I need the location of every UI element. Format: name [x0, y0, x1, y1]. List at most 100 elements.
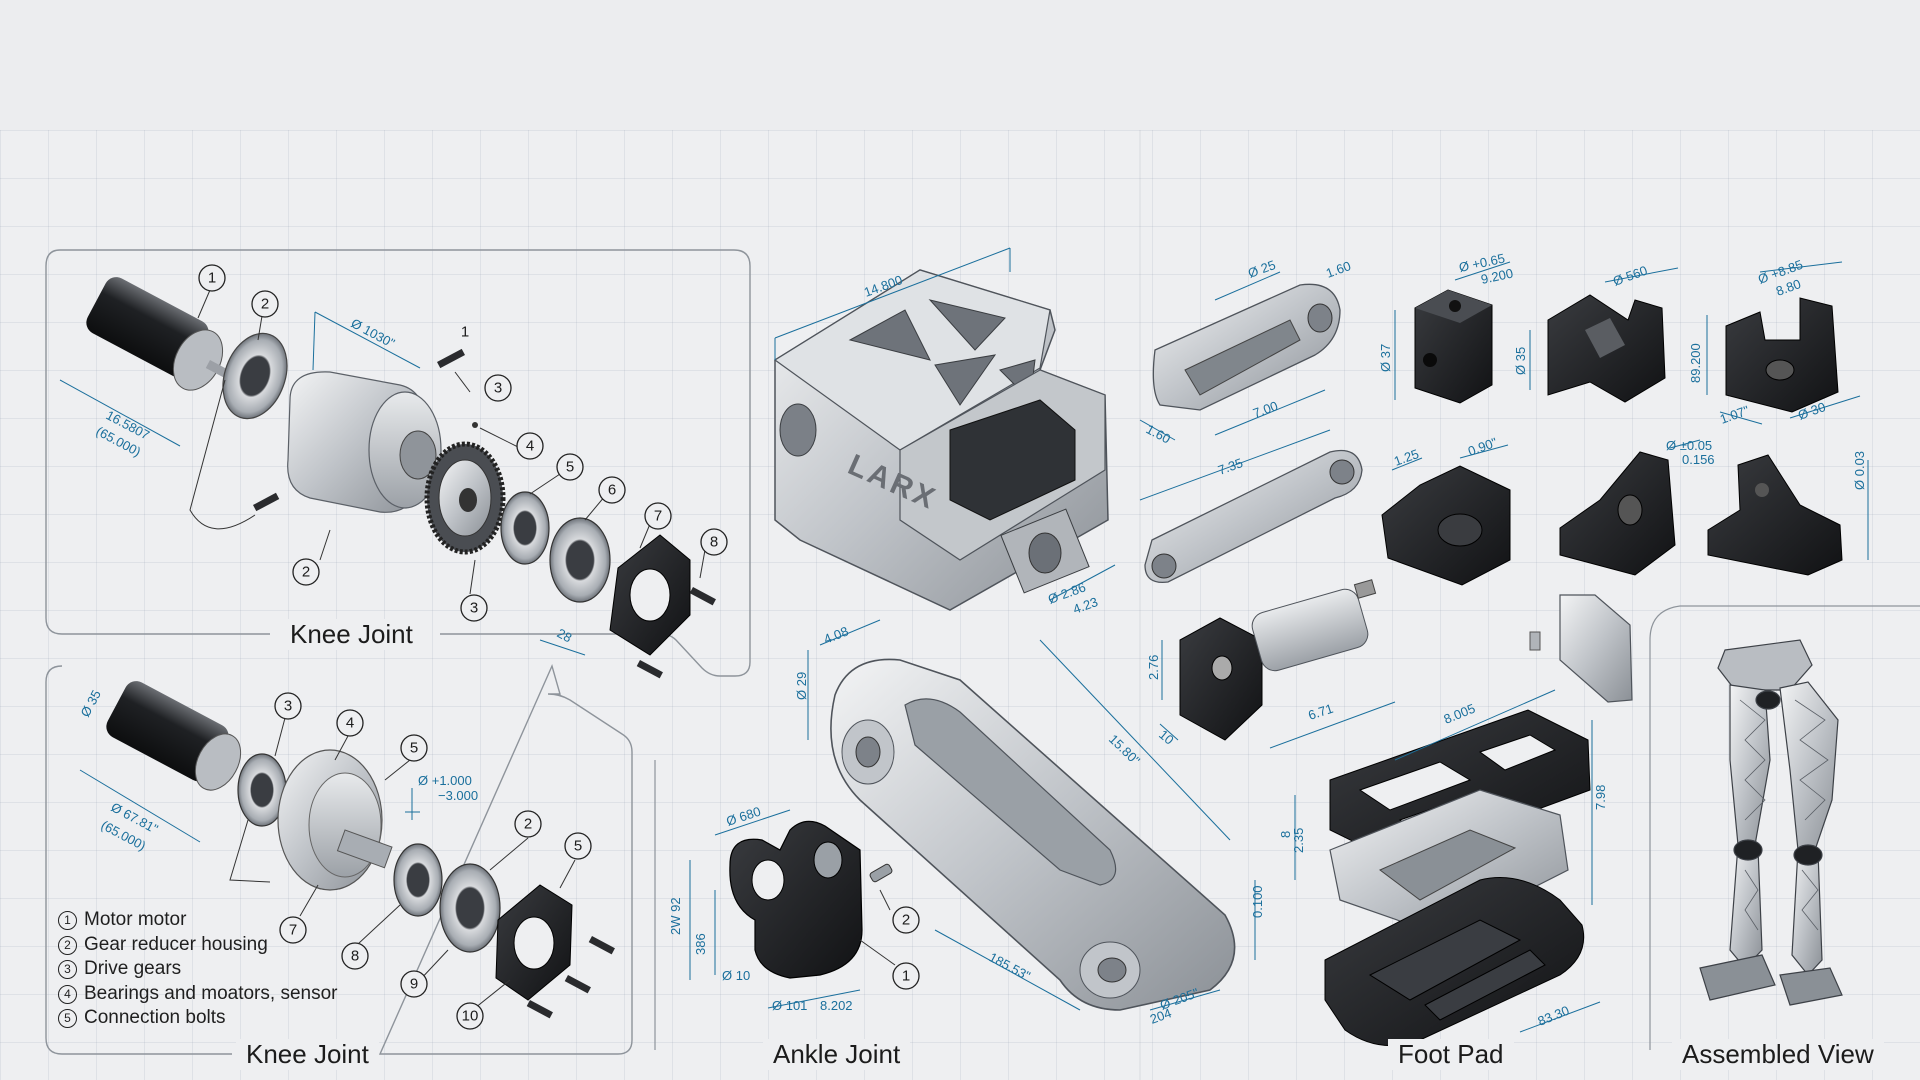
svg-text:7.00: 7.00	[1251, 398, 1280, 421]
svg-text:10: 10	[1156, 727, 1177, 748]
block-part-5: Ø ±0.05 0.156	[1559, 438, 1715, 576]
foot-pad-assembly: 8.005 8 2.35 7.98 83.30	[1278, 689, 1608, 1047]
svg-text:Ø 10: Ø 10	[722, 968, 750, 983]
svg-text:8: 8	[710, 534, 718, 551]
block-part-1: Ø 37 Ø +0.65 9.200	[1378, 251, 1515, 404]
ankle-clevis-part: 21 Ø 680 2W 92 386 Ø 10 Ø 101 8.202	[668, 804, 920, 1013]
svg-text:9.200: 9.200	[1480, 265, 1515, 286]
bolt-part	[526, 935, 615, 1019]
svg-text:5: 5	[574, 838, 582, 855]
bearing-part	[222, 332, 288, 420]
svg-text:0.156: 0.156	[1682, 452, 1715, 467]
svg-text:8: 8	[1278, 831, 1293, 838]
svg-text:1.60: 1.60	[1144, 421, 1173, 446]
motor-part	[106, 681, 242, 791]
leg-assembly-icon	[1699, 639, 1843, 1006]
svg-text:10: 10	[462, 1008, 479, 1025]
ankle-joint-label: Ankle Joint	[763, 1039, 911, 1070]
svg-text:0.100: 0.100	[1250, 885, 1265, 918]
svg-text:Ø 37: Ø 37	[1378, 344, 1393, 372]
gear-housing-part	[287, 371, 442, 513]
svg-text:Ø 29: Ø 29	[794, 672, 809, 700]
bolt-part	[253, 348, 716, 679]
bearing-part	[393, 843, 443, 917]
legend-number: 1	[58, 911, 77, 930]
svg-text:2: 2	[902, 912, 910, 929]
svg-text:Ø 101: Ø 101	[772, 998, 807, 1013]
svg-text:Ø +1.000: Ø +1.000	[418, 773, 472, 788]
svg-text:Ø 560: Ø 560	[1611, 263, 1649, 289]
block-part-2: Ø 35 Ø 560	[1513, 263, 1679, 403]
svg-text:6.71: 6.71	[1306, 701, 1335, 723]
legend-text: Bearings and moators, sensor	[84, 982, 338, 1004]
flange-plate-part	[495, 884, 573, 1001]
svg-text:5: 5	[410, 740, 418, 757]
svg-text:Ø 35: Ø 35	[1513, 347, 1528, 375]
svg-text:6: 6	[608, 482, 616, 499]
svg-text:7.98: 7.98	[1593, 785, 1608, 810]
bearing-part	[549, 517, 611, 603]
svg-text:Ø 0.03: Ø 0.03	[1852, 451, 1867, 490]
svg-text:Ø 25: Ø 25	[1246, 257, 1278, 281]
svg-text:83.30: 83.30	[1536, 1003, 1572, 1029]
svg-text:−3.000: −3.000	[438, 788, 478, 803]
legend-text: Drive gears	[84, 958, 182, 979]
knee-bottom-frame	[45, 663, 633, 1055]
block-part-3: 89.200 Ø +8.85 8.80 1.07" Ø 30	[1688, 257, 1861, 427]
foot-pad-label: Foot Pad	[1388, 1039, 1514, 1070]
svg-text:15.80": 15.80"	[1106, 731, 1143, 768]
svg-text:4.08: 4.08	[822, 623, 851, 646]
svg-text:2W 92: 2W 92	[668, 897, 683, 935]
block-part-6: Ø 0.03	[1707, 451, 1869, 576]
svg-text:3: 3	[470, 600, 478, 617]
svg-text:3: 3	[284, 698, 292, 715]
svg-text:0.90": 0.90"	[1466, 434, 1500, 458]
legend-text: Connection bolts	[84, 1007, 226, 1028]
svg-text:28: 28	[555, 625, 575, 645]
svg-text:2: 2	[302, 564, 310, 581]
legend-item: 3 Drive gears	[58, 957, 337, 982]
assembled-view-label: Assembled View	[1672, 1039, 1884, 1070]
legend-item: 2 Gear reducer housing	[58, 933, 337, 958]
bearing-part	[439, 863, 501, 953]
svg-text:204: 204	[1148, 1005, 1174, 1027]
svg-text:2: 2	[524, 816, 532, 833]
svg-text:8.202: 8.202	[820, 998, 853, 1013]
motor-part	[86, 277, 230, 391]
svg-text:2.76: 2.76	[1146, 655, 1161, 680]
svg-text:2: 2	[261, 296, 269, 313]
shin-link-part: 4.08 Ø 29 15.80" Ø 205" 204 185.53" 0.10…	[794, 619, 1265, 1027]
svg-text:2.35: 2.35	[1291, 828, 1306, 853]
knee-top-frame	[45, 249, 751, 677]
svg-text:Ø 35: Ø 35	[77, 687, 103, 719]
knee-joint-top-label: Knee Joint	[280, 619, 423, 650]
svg-text:3: 3	[494, 380, 502, 397]
bearing-part	[500, 491, 550, 565]
legend-number: 2	[58, 935, 77, 955]
svg-text:1: 1	[208, 270, 216, 287]
knee-joint-bottom-label: Knee Joint	[236, 1039, 379, 1070]
svg-text:7.35: 7.35	[1216, 455, 1245, 478]
legend-number: 5	[58, 1009, 77, 1028]
svg-text:Ø 1030": Ø 1030"	[349, 315, 398, 351]
legend-item: 5 Connection bolts	[58, 1006, 337, 1031]
svg-text:9: 9	[410, 976, 418, 993]
rod-part: 7.35	[1139, 429, 1363, 584]
svg-text:7: 7	[289, 922, 297, 939]
svg-text:1: 1	[461, 324, 469, 341]
svg-text:1: 1	[902, 968, 910, 985]
svg-text:89.200: 89.200	[1688, 343, 1703, 383]
svg-text:5: 5	[566, 459, 574, 476]
hip-body-part: LARX 14.800 Ø 2.86 4.23	[773, 247, 1116, 617]
linkage-part: Ø 25 1.60 1.60 7.00	[1139, 257, 1353, 447]
svg-text:1.60: 1.60	[1324, 258, 1353, 281]
svg-text:4: 4	[526, 438, 534, 455]
legend-text: Gear reducer housing	[84, 933, 268, 955]
small-motor-part: 2.76 6.71 10	[1146, 579, 1396, 749]
legend-number: 3	[58, 960, 77, 979]
svg-text:Ø ±0.05: Ø ±0.05	[1666, 438, 1712, 453]
